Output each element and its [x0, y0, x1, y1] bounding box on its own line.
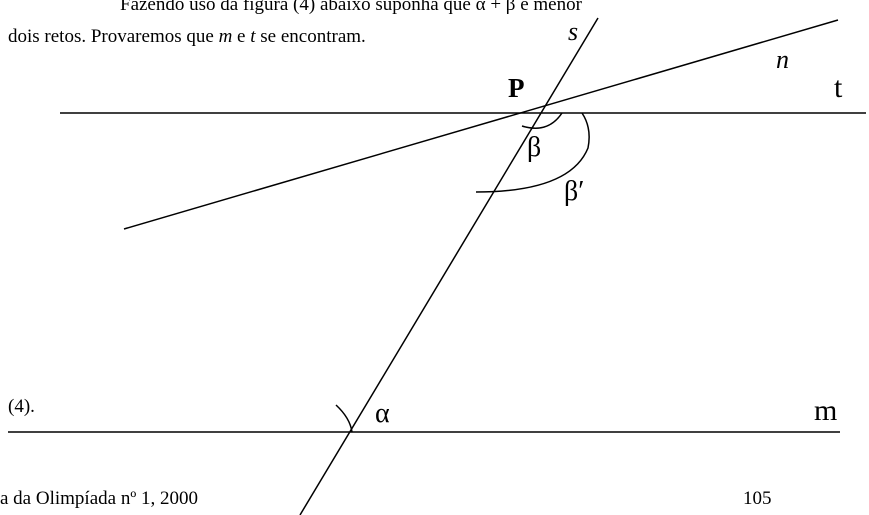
footer-source: a da Olimpíada nº 1, 2000	[0, 488, 198, 509]
line-s	[299, 17, 599, 515]
label-alpha: α	[375, 398, 390, 429]
label-P: P	[508, 73, 525, 103]
label-s: s	[568, 17, 578, 46]
intro-text-c: se encontram.	[255, 26, 366, 47]
line-n	[123, 19, 839, 230]
arc-beta-prime	[475, 112, 590, 193]
label-m: m	[814, 394, 837, 427]
intro-line-1: Fazendo uso da figura (4) abaixo suponha…	[120, 0, 582, 15]
intro-text-b: e	[232, 26, 251, 47]
var-m: m	[218, 26, 233, 47]
var-t: t	[250, 26, 256, 47]
label-t: t	[834, 71, 843, 104]
intro-text-a: dois retos. Provaremos que	[8, 26, 219, 47]
label-n: n	[776, 45, 789, 74]
page-number: 105	[743, 488, 772, 509]
label-beta-prime: β′	[564, 176, 584, 207]
arc-alpha	[335, 404, 353, 433]
label-beta: β	[527, 132, 541, 163]
figure-caption: (4).	[8, 396, 35, 417]
arc-beta	[521, 112, 563, 129]
intro-line-2: dois retos. Provaremos que m e t se enco…	[8, 26, 366, 48]
